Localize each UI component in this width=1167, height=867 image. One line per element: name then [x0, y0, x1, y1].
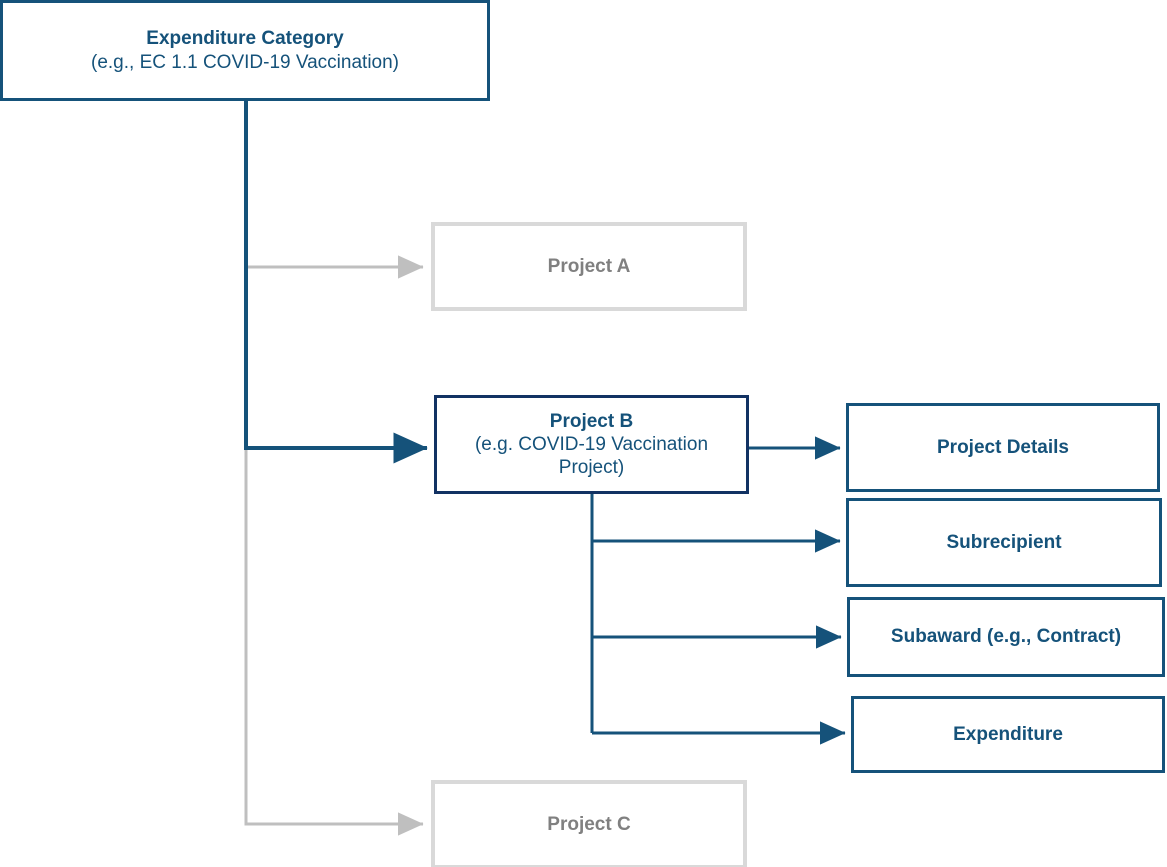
project-b-title: Project B: [549, 410, 634, 432]
node-project-b[interactable]: Project B (e.g. COVID-19 Vaccination Pro…: [434, 395, 749, 494]
node-project-c[interactable]: Project C: [431, 780, 747, 867]
node-project-a[interactable]: Project A: [431, 222, 747, 311]
expenditure-category-title: Expenditure Category: [146, 28, 344, 50]
project-b-text: Project B (e.g. COVID-19 Vaccination Pro…: [437, 410, 746, 480]
connector-ec-to-project-c: [244, 449, 424, 836]
subrecipient-label: Subrecipient: [946, 531, 1062, 553]
project-c-label: Project C: [547, 813, 631, 835]
node-subaward[interactable]: Subaward (e.g., Contract): [847, 597, 1165, 677]
node-project-details[interactable]: Project Details: [846, 403, 1160, 492]
project-a-label: Project A: [547, 255, 631, 277]
expenditure-category-subtitle: (e.g., EC 1.1 COVID-19 Vaccination): [91, 51, 399, 73]
project-details-label: Project Details: [937, 436, 1069, 458]
node-expenditure-category[interactable]: Expenditure Category (e.g., EC 1.1 COVID…: [0, 0, 490, 101]
connector-ec-to-project-b: [244, 100, 428, 464]
expenditure-category-text: Expenditure Category (e.g., EC 1.1 COVID…: [3, 27, 487, 73]
subaward-label: Subaward (e.g., Contract): [890, 626, 1122, 648]
project-b-subtitle: (e.g. COVID-19 Vaccination Project): [474, 433, 709, 479]
node-subrecipient[interactable]: Subrecipient: [846, 498, 1162, 587]
node-expenditure[interactable]: Expenditure: [851, 696, 1165, 773]
expenditure-label: Expenditure: [953, 723, 1063, 745]
